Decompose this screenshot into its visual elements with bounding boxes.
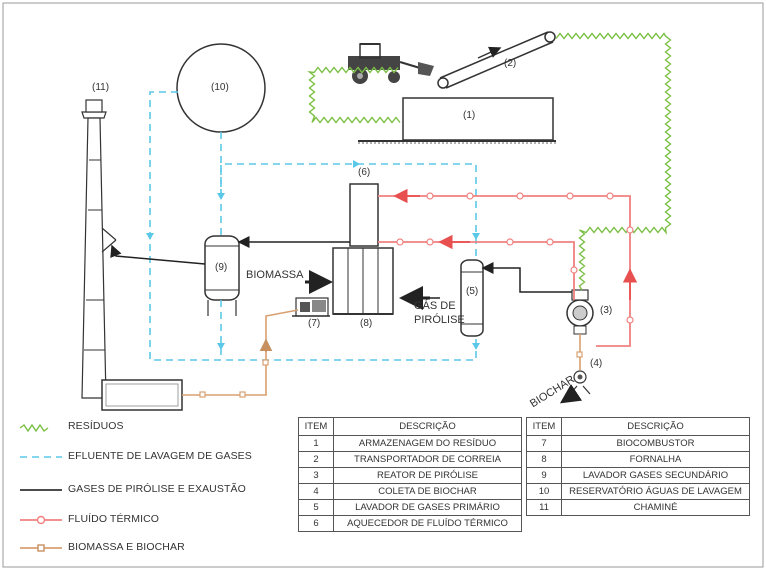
thermal-fluid-circles xyxy=(396,192,634,324)
label-item-4: (4) xyxy=(590,358,603,369)
biomass-lines xyxy=(182,309,581,396)
effluent-arrows xyxy=(146,160,480,350)
label-item-8: (8) xyxy=(360,318,373,329)
gas-lines xyxy=(110,236,572,310)
table-cell-item: 9 xyxy=(526,467,562,484)
table-cell-item: 1 xyxy=(298,435,334,452)
table-cell-desc: BIOCOMBUSTOR xyxy=(561,435,750,452)
table-cell-desc: ARMAZENAGEM DO RESÍDUO xyxy=(333,435,522,452)
legend-item-residue: RESÍDUOS xyxy=(18,417,288,437)
label-biomass: BIOMASSA xyxy=(246,269,304,281)
belt-conveyor-2 xyxy=(437,31,556,89)
legend-label: EFLUENTE DE LAVAGEM DE GASES xyxy=(68,450,252,462)
label-item-10: (10) xyxy=(211,82,229,93)
primary-scrubber-5 xyxy=(460,259,484,337)
table-cell-item: 3 xyxy=(298,467,334,484)
table-cell-item: 2 xyxy=(298,451,334,468)
label-item-5: (5) xyxy=(466,286,479,297)
legend-label: RESÍDUOS xyxy=(68,420,124,432)
table-cell-item: 5 xyxy=(298,499,334,516)
table-cell-item: 10 xyxy=(526,483,562,500)
legend-item-thermal: FLUÍDO TÉRMICO xyxy=(18,510,288,530)
table-cell-desc: TRANSPORTADOR DE CORREIA xyxy=(333,451,522,468)
table-cell-desc: LAVADOR GASES SECUNDÁRIO xyxy=(561,467,750,484)
label-item-2: (2) xyxy=(504,58,517,69)
label-item-9: (9) xyxy=(215,262,228,273)
label-item-6: (6) xyxy=(358,167,371,178)
legend-label: FLUÍDO TÉRMICO xyxy=(68,513,160,525)
chimney-11 xyxy=(81,99,117,399)
table-header-item: ITEM xyxy=(526,417,562,436)
legend-residue-swatch xyxy=(19,423,49,433)
loader-tractor-icon xyxy=(348,43,434,84)
table-cell-desc: LAVADOR DE GASES PRIMÁRIO xyxy=(333,499,522,516)
label-item-7: (7) xyxy=(308,318,321,329)
furnace-8 xyxy=(332,247,394,315)
table-cell-desc: REATOR DE PIRÓLISE xyxy=(333,467,522,484)
storage-box-1 xyxy=(358,97,556,144)
label-pirolise: PIRÓLISE xyxy=(414,314,465,326)
biocombustor-7 xyxy=(292,297,330,317)
legend-item-biomass: BIOMASSA E BIOCHAR xyxy=(18,538,288,558)
table-cell-item: 4 xyxy=(298,483,334,500)
legend-thermal-swatch xyxy=(20,515,62,525)
table-header-row: ITEM DESCRIÇÃO xyxy=(526,417,750,436)
table-header-desc: DESCRIÇÃO xyxy=(561,417,750,436)
table-cell-desc: COLETA DE BIOCHAR xyxy=(333,483,522,500)
legend-label: GASES DE PIRÓLISE E EXAUSTÃO xyxy=(68,483,246,495)
table-cell-item: 11 xyxy=(526,499,562,516)
label-item-3: (3) xyxy=(600,305,613,316)
legend-label: BIOMASSA E BIOCHAR xyxy=(68,541,185,553)
legend-biomass-swatch xyxy=(20,544,62,552)
residue-zigzag-line xyxy=(307,66,401,124)
thermal-fluid-lines xyxy=(378,188,638,347)
label-item-11: (11) xyxy=(92,82,110,93)
thermal-heater-6 xyxy=(349,183,379,247)
table-cell-desc: CHAMINÉ xyxy=(561,499,750,516)
biomass-squares xyxy=(199,351,583,398)
table-header-desc: DESCRIÇÃO xyxy=(333,417,522,436)
secondary-scrubber-9 xyxy=(204,235,240,316)
table-cell-desc: FORNALHA xyxy=(561,451,750,468)
legend-item-gas: GASES DE PIRÓLISE E EXAUSTÃO xyxy=(18,480,288,500)
table-cell-item: 6 xyxy=(298,515,334,532)
label-gas-de: GÁS DE xyxy=(414,300,456,312)
table-cell-desc: RESERVATÓRIO ÁGUAS DE LAVAGEM xyxy=(561,483,750,500)
table-cell-item: 8 xyxy=(526,451,562,468)
table-header-row: ITEM DESCRIÇÃO xyxy=(298,417,522,436)
table-cell-desc: AQUECEDOR DE FLUÍDO TÉRMICO xyxy=(333,515,522,532)
label-item-1: (1) xyxy=(463,110,476,121)
table-header-item: ITEM xyxy=(298,417,334,436)
truck-icon xyxy=(101,379,183,411)
table-cell-item: 7 xyxy=(526,435,562,452)
biochar-collector-4 xyxy=(559,370,591,404)
pyrolysis-reactor-3 xyxy=(566,289,594,335)
residue-zigzag-line xyxy=(555,32,672,291)
residue-lines xyxy=(307,32,672,291)
legend-item-effluent: EFLUENTE DE LAVAGEM DE GASES xyxy=(18,447,288,467)
legend-swatches xyxy=(19,423,62,552)
